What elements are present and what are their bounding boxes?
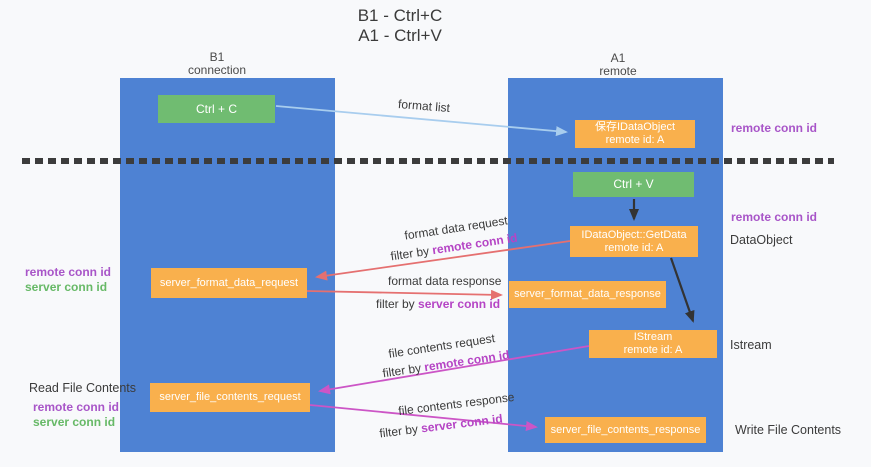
read-file-contents-annotation: Read File Contents (29, 381, 137, 395)
remote-conn-id-annotation-left-2: remote conn id (33, 400, 120, 414)
dataobject-annotation: DataObject (730, 233, 793, 247)
ctrl-v-label: Ctrl + V (613, 177, 654, 191)
save-dataobject-line2: remote id: A (605, 134, 665, 146)
lifeline-header-a1: A1 remote (557, 52, 679, 78)
istream-line2: remote id: A (623, 344, 683, 356)
phase-separator-dashed-line (22, 158, 834, 164)
server-format-data-request-label: server_format_data_request (159, 276, 299, 289)
lifeline-a1-role: remote (599, 64, 637, 78)
remote-conn-id-annotation-mid: remote conn id (731, 210, 818, 224)
server-file-contents-request-label: server_file_contents_request (159, 391, 301, 403)
server-conn-id-annotation-left-2: server conn id (33, 415, 116, 429)
filter-by-server-conn-id-label-1: filter by server conn id (376, 297, 500, 311)
server-file-contents-request-box: server_file_contents_request (150, 383, 310, 412)
diagram-title: B1 - Ctrl+C A1 - Ctrl+V (0, 6, 800, 46)
remote-conn-id-annotation-left-1: remote conn id (25, 265, 112, 279)
format-list-label: format list (397, 96, 451, 116)
write-file-contents-annotation: Write File Contents (735, 423, 842, 437)
ctrl-v-box: Ctrl + V (573, 172, 694, 197)
lifeline-a1-name: A1 (610, 51, 626, 65)
server-file-contents-response-label: server_file_contents_response (550, 423, 701, 436)
format-data-response-label: format data response (388, 274, 502, 288)
ctrl-c-box: Ctrl + C (158, 95, 275, 123)
server-conn-id-annotation-left-1: server conn id (25, 280, 108, 294)
istream-box: IStream remote id: A (589, 330, 717, 358)
server-conn-id-text: server conn id (418, 297, 501, 311)
getdata-line2: remote id: A (604, 241, 664, 254)
idataobject-getdata-box: IDataObject::GetData remote id: A (570, 226, 698, 257)
filter-by-text: filter by (389, 243, 431, 264)
lifeline-b1-name: B1 (209, 50, 225, 64)
filter-by-text: filter by (378, 421, 419, 441)
title-line-1: B1 - Ctrl+C (357, 6, 443, 25)
server-file-contents-response-box: server_file_contents_response (545, 417, 706, 443)
filter-by-text: filter by (381, 360, 423, 381)
server-format-data-request-box: server_format_data_request (151, 268, 307, 298)
istream-annotation: Istream (730, 338, 772, 352)
save-dataobject-line1: 保存IDataObject (594, 121, 676, 133)
remote-conn-id-annotation-top: remote conn id (731, 121, 818, 135)
lifeline-b1-role: connection (187, 63, 247, 77)
ctrl-c-label: Ctrl + C (195, 101, 237, 116)
filter-by-server-conn-id-label-2: filter by server conn id (379, 411, 504, 440)
format-data-response-arrow (306, 289, 503, 300)
lifeline-header-b1: B1 connection (156, 51, 278, 77)
server-format-data-response-label: server_format_data_response (514, 288, 661, 300)
server-format-data-response-box: server_format_data_response (509, 281, 666, 308)
getdata-line1: IDataObject::GetData (581, 228, 687, 241)
istream-line1: IStream (633, 331, 673, 343)
title-line-2: A1 - Ctrl+V (358, 26, 442, 45)
server-conn-id-text: server conn id (420, 411, 504, 436)
save-dataobject-box: 保存IDataObject remote id: A (575, 120, 695, 148)
filter-by-text: filter by (376, 297, 415, 311)
